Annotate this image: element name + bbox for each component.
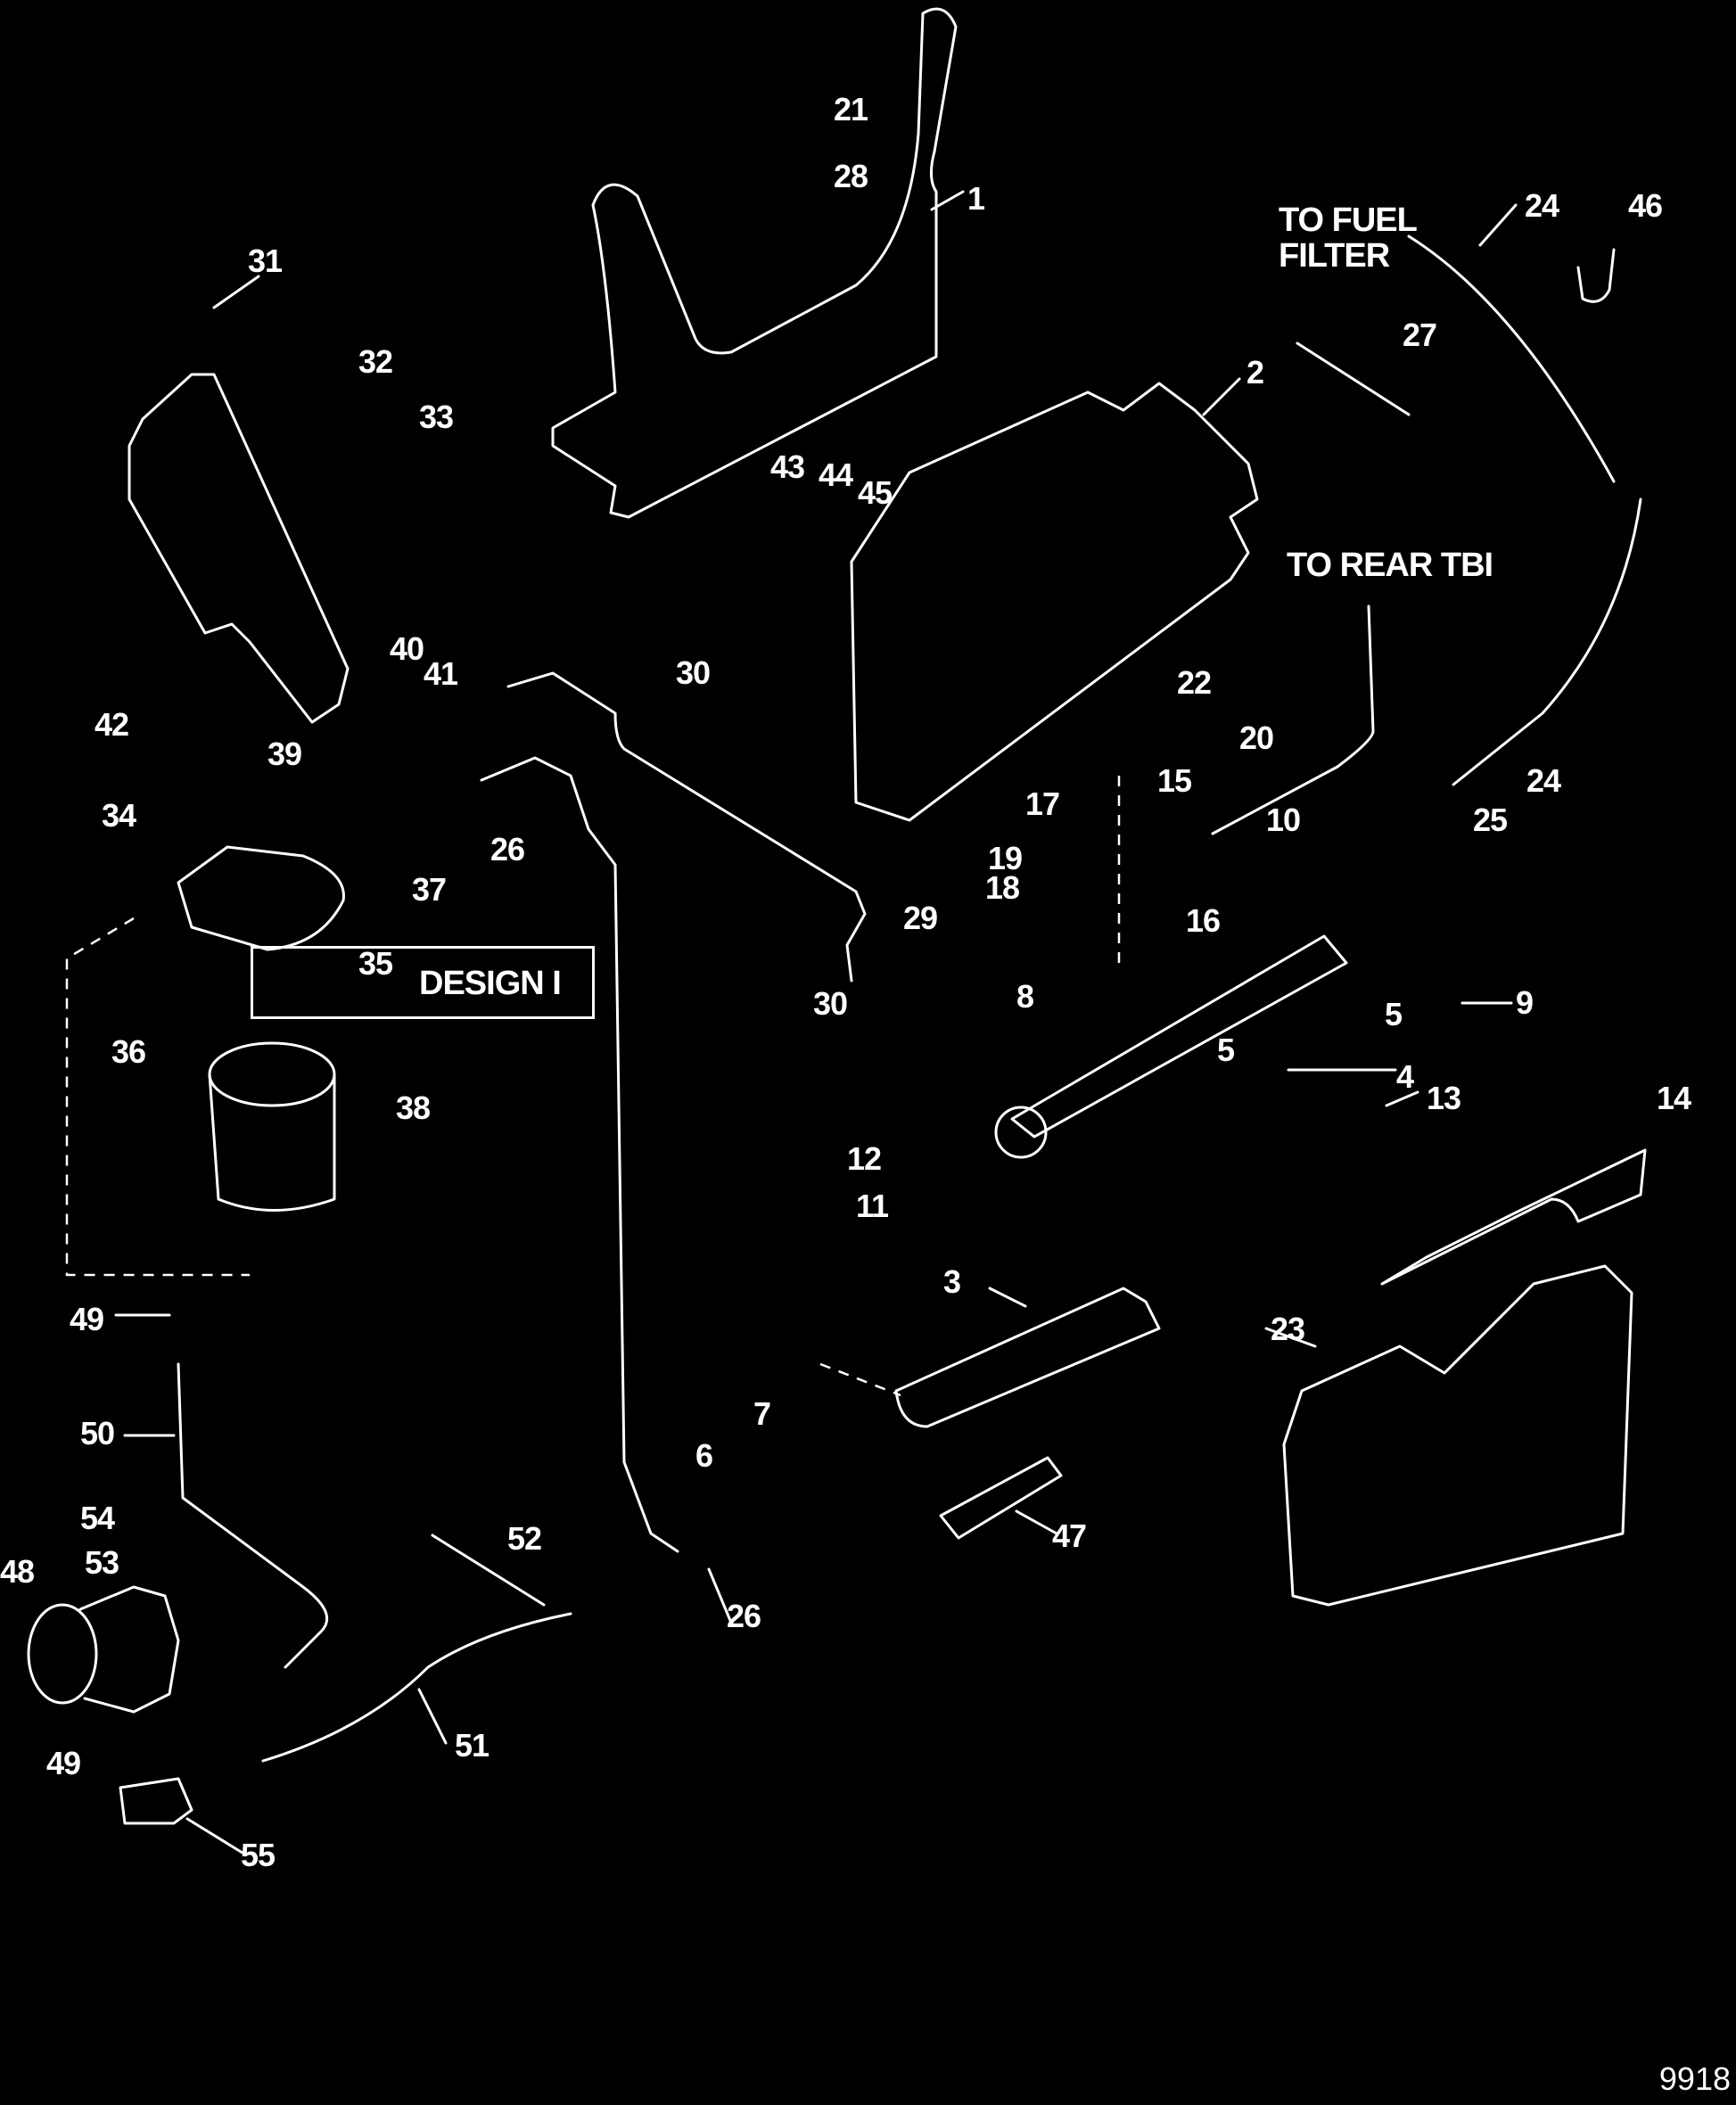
callout-48: 48 xyxy=(0,1553,35,1590)
callout-29: 29 xyxy=(903,900,938,936)
callout-31: 31 xyxy=(248,243,283,279)
part-13-plate xyxy=(1380,1148,1647,1286)
note-to-fuel-filter: TO FUEL FILTER xyxy=(1279,201,1418,275)
callout-37: 37 xyxy=(412,871,447,908)
callout-55: 55 xyxy=(241,1837,276,1873)
callout-38: 38 xyxy=(396,1090,431,1126)
callout-28: 28 xyxy=(834,158,868,194)
callout-14: 14 xyxy=(1657,1080,1691,1116)
callout-25: 25 xyxy=(1473,802,1508,838)
part-31-bracket xyxy=(128,373,350,724)
callout-54: 54 xyxy=(80,1500,115,1536)
callout-30: 30 xyxy=(676,654,711,691)
callout-26: 26 xyxy=(490,831,525,867)
callout-36: 36 xyxy=(111,1033,146,1070)
callout-9: 9 xyxy=(1516,984,1534,1021)
callout-17: 17 xyxy=(1025,785,1060,822)
callout-26: 26 xyxy=(727,1598,761,1634)
callout-34: 34 xyxy=(102,797,136,834)
callout-49: 49 xyxy=(70,1301,104,1337)
callout-24: 24 xyxy=(1526,762,1561,799)
part-8-fuel-rail xyxy=(1010,934,1348,1139)
part-52-cable-tie xyxy=(431,1534,546,1607)
callout-53: 53 xyxy=(85,1544,119,1581)
callout-47: 47 xyxy=(1052,1517,1087,1554)
part-34-filter-head xyxy=(177,845,345,951)
callout-35: 35 xyxy=(358,945,393,982)
part-24-fuel-hose xyxy=(1407,234,1642,786)
callout-19: 19 xyxy=(988,840,1023,876)
callout-5: 5 xyxy=(1385,996,1403,1032)
figure-number: 9918 xyxy=(1658,2060,1731,2097)
part-51-hose xyxy=(261,1612,572,1763)
callout-40: 40 xyxy=(390,630,424,667)
part-55-gasket xyxy=(119,1777,193,1825)
part-2-module-bracket xyxy=(850,382,1259,822)
callout-4: 4 xyxy=(1396,1058,1414,1095)
callout-50: 50 xyxy=(80,1415,115,1451)
callout-11: 11 xyxy=(856,1188,889,1224)
callout-41: 41 xyxy=(424,655,458,692)
part-3-fuel-pump xyxy=(894,1287,1161,1428)
part-38-fuel-filter xyxy=(208,1041,336,1107)
callout-45: 45 xyxy=(858,474,893,511)
part-23-control-module xyxy=(1282,1264,1633,1607)
note-to-rear-tbi: TO REAR TBI xyxy=(1287,547,1493,584)
callout-21: 21 xyxy=(834,91,868,127)
callout-6: 6 xyxy=(695,1437,713,1474)
design-i-label: DESIGN I xyxy=(419,965,562,1002)
callout-16: 16 xyxy=(1186,902,1221,939)
callout-27: 27 xyxy=(1403,317,1437,353)
part-26-fuel-line xyxy=(480,756,679,1553)
callout-18: 18 xyxy=(985,869,1020,906)
callout-52: 52 xyxy=(507,1520,542,1557)
callout-2: 2 xyxy=(1246,354,1264,391)
callout-15: 15 xyxy=(1157,762,1192,799)
callout-5: 5 xyxy=(1217,1032,1235,1068)
callout-13: 13 xyxy=(1427,1080,1461,1116)
callout-23: 23 xyxy=(1271,1311,1305,1347)
callout-3: 3 xyxy=(943,1263,961,1300)
callout-51: 51 xyxy=(455,1727,490,1764)
callout-7: 7 xyxy=(753,1395,771,1432)
callout-32: 32 xyxy=(358,343,393,380)
callout-39: 39 xyxy=(267,736,302,772)
part-48-water-pump xyxy=(27,1603,98,1705)
callout-49: 49 xyxy=(46,1745,81,1781)
part-50-fuel-hose xyxy=(177,1362,329,1669)
part-46-clamp xyxy=(1576,248,1616,303)
part-30-fuel-line xyxy=(506,671,867,983)
callout-12: 12 xyxy=(847,1140,882,1177)
callout-43: 43 xyxy=(770,448,805,485)
callout-8: 8 xyxy=(1016,978,1034,1015)
callout-1: 1 xyxy=(967,180,985,217)
callout-33: 33 xyxy=(419,399,454,435)
callout-44: 44 xyxy=(819,456,853,493)
part-47-sealant-tube xyxy=(939,1456,1063,1540)
callout-22: 22 xyxy=(1177,664,1212,701)
callout-24: 24 xyxy=(1525,187,1559,224)
callout-10: 10 xyxy=(1266,802,1301,838)
callout-42: 42 xyxy=(95,706,129,743)
part-27-cable-tie xyxy=(1296,341,1411,416)
callout-30: 30 xyxy=(813,985,848,1022)
part-20-tube xyxy=(1211,604,1375,835)
callout-20: 20 xyxy=(1239,719,1274,756)
callout-46: 46 xyxy=(1628,187,1663,224)
part-1-mounting-bracket xyxy=(551,7,958,519)
design-i-inset-box xyxy=(251,946,595,1019)
